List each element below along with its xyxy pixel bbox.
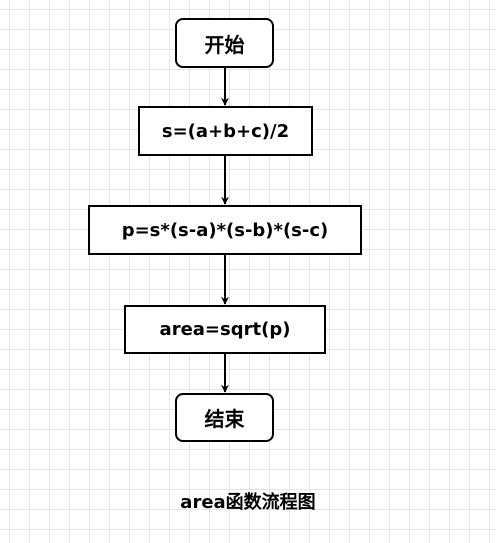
compute-p-label: p=s*(s-a)*(s-b)*(s-c) xyxy=(121,219,329,241)
end-node[interactable]: 结束 xyxy=(175,393,274,442)
compute-p-node[interactable]: p=s*(s-a)*(s-b)*(s-c) xyxy=(88,205,362,255)
start-node-label: 开始 xyxy=(204,32,245,57)
compute-area-node[interactable]: area=sqrt(p) xyxy=(124,305,326,354)
compute-area-label: area=sqrt(p) xyxy=(159,319,291,340)
compute-s-label: s=(a+b+c)/2 xyxy=(161,120,290,142)
start-node[interactable]: 开始 xyxy=(175,18,274,68)
diagram-caption: area函数流程图 xyxy=(180,492,316,513)
compute-s-node[interactable]: s=(a+b+c)/2 xyxy=(138,106,313,156)
end-node-label: 结束 xyxy=(204,407,245,431)
